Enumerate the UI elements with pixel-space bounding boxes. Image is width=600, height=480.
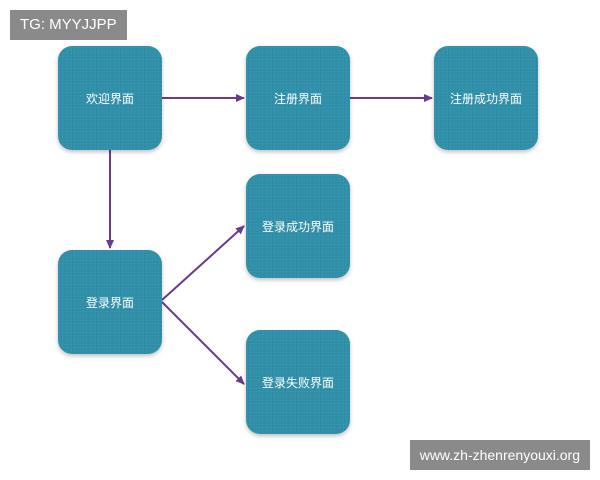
watermark-bottom-right: www.zh-zhenrenyouxi.org [409, 440, 590, 470]
node-label: 登录成功界面 [261, 219, 334, 234]
node-label: 欢迎界面 [85, 91, 134, 106]
node-label: 注册界面 [273, 91, 322, 106]
edge-login-to-login-fail [161, 301, 245, 385]
node-label: 注册成功界面 [449, 91, 522, 106]
node-login: 登录界面 [58, 250, 162, 354]
node-register-success: 注册成功界面 [434, 46, 538, 150]
node-label: 登录界面 [85, 295, 134, 310]
node-welcome: 欢迎界面 [58, 46, 162, 150]
node-login-success: 登录成功界面 [246, 174, 350, 278]
edge-login-to-login-success [161, 225, 245, 301]
watermark-top-left: TG: MYYJJPP [10, 10, 127, 40]
node-label: 登录失败界面 [261, 375, 334, 390]
node-register: 注册界面 [246, 46, 350, 150]
node-login-fail: 登录失败界面 [246, 330, 350, 434]
